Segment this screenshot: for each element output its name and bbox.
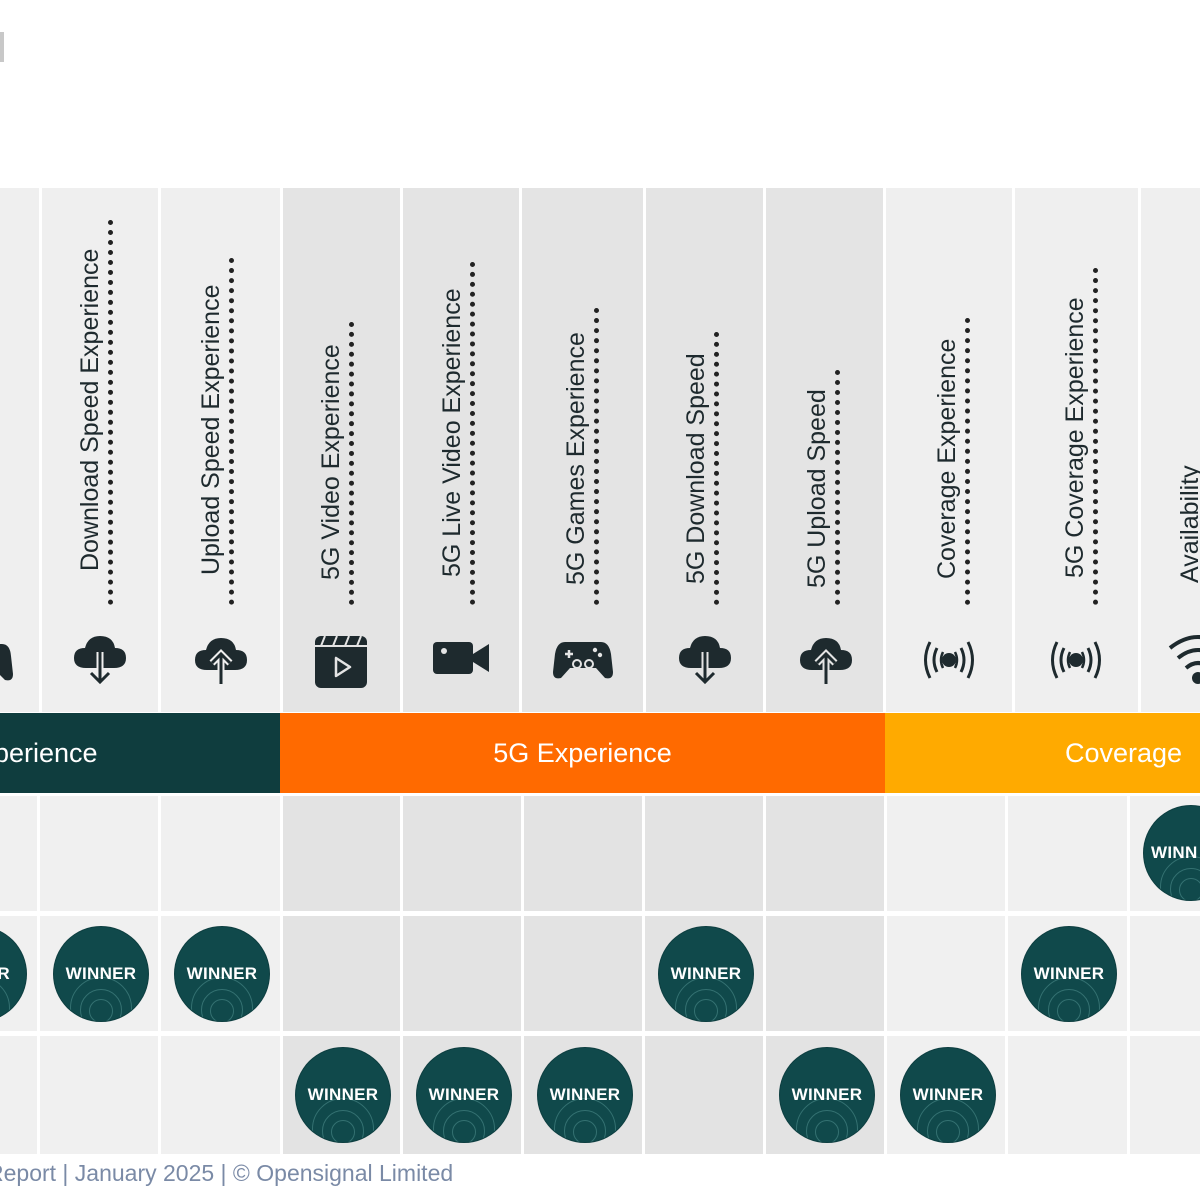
metric-label-coverage: Coverage Experience xyxy=(933,338,961,579)
video-camera-icon xyxy=(429,626,493,690)
footer-text: Report | January 2025 | © Opensignal Lim… xyxy=(0,1160,454,1186)
winner-badge: WINNER xyxy=(780,1048,874,1142)
winner-badge: WINN xyxy=(1144,806,1200,900)
winner-badge: WINNER xyxy=(296,1048,390,1142)
result-cell xyxy=(161,796,280,911)
dotted-underline xyxy=(835,370,840,605)
winner-badge-label: WINNER xyxy=(186,964,258,983)
result-cell xyxy=(1008,1036,1127,1154)
result-cell xyxy=(645,796,763,911)
winner-badge-label: WINN xyxy=(1151,843,1198,862)
metric-label-download-speed: Download Speed Experience xyxy=(76,248,104,571)
result-cell xyxy=(403,796,521,911)
result-cell xyxy=(403,916,521,1031)
metric-label-5g-upload-speed: 5G Upload Speed xyxy=(803,389,831,588)
result-cell xyxy=(161,1036,280,1154)
header-column-bg xyxy=(283,188,400,712)
result-cell xyxy=(524,916,642,1031)
cloud-upload-icon xyxy=(794,626,858,690)
page-corner-mark xyxy=(0,32,4,62)
result-cell xyxy=(40,796,158,911)
dotted-underline xyxy=(965,318,970,605)
metric-label-5g-live-video: 5G Live Video Experience xyxy=(438,288,466,577)
header-column-bg xyxy=(1141,188,1200,712)
category-band-5g-experience: 5G Experience xyxy=(280,713,885,793)
category-label: Coverage xyxy=(1065,737,1183,768)
winner-badge: WINNER xyxy=(659,927,753,1021)
header-column-bg xyxy=(886,188,1012,712)
signal-radar-icon xyxy=(1044,628,1108,692)
result-cell xyxy=(887,916,1005,1031)
category-label: 5G Experience xyxy=(493,737,672,768)
result-cell xyxy=(887,796,1005,911)
result-cell xyxy=(1130,1036,1200,1154)
signal-radar-icon xyxy=(917,628,981,692)
winner-badge: WINNER xyxy=(417,1048,511,1142)
result-cell xyxy=(766,796,884,911)
dotted-underline xyxy=(594,308,599,605)
header-column-bg xyxy=(646,188,763,712)
winner-badge: WINNER xyxy=(1022,927,1116,1021)
winner-badge-label: WINNER xyxy=(307,1085,379,1104)
metric-label-availability: Availability xyxy=(1176,465,1200,583)
result-cell xyxy=(766,916,884,1031)
dotted-underline xyxy=(349,322,354,605)
winner-badge: WINNER xyxy=(538,1048,632,1142)
header-column-bg xyxy=(403,188,519,712)
result-cell xyxy=(283,796,400,911)
winner-badge-label: ER xyxy=(0,964,10,983)
result-cell xyxy=(1008,796,1127,911)
header-column-bg xyxy=(0,188,39,712)
result-cell xyxy=(1130,916,1200,1031)
result-cell xyxy=(0,796,37,911)
result-cell xyxy=(40,1036,158,1154)
winner-badge-label: WINNER xyxy=(912,1085,984,1104)
winner-badge-label: WINNER xyxy=(791,1085,863,1104)
winner-badge-label: WINNER xyxy=(65,964,137,983)
winner-badge-label: WINNER xyxy=(428,1085,500,1104)
dotted-underline xyxy=(470,262,475,605)
metric-label-upload-speed: Upload Speed Experience xyxy=(197,284,225,575)
metric-label-5g-download-speed: 5G Download Speed xyxy=(682,353,710,584)
video-clapper-icon xyxy=(309,628,373,692)
category-label: perience xyxy=(0,737,98,768)
gamepad-icon xyxy=(551,626,615,690)
dotted-underline xyxy=(1093,268,1098,605)
dotted-underline xyxy=(108,220,113,605)
games-partial-icon xyxy=(0,626,14,690)
header-column-bg xyxy=(1015,188,1138,712)
winner-badge-label: WINNER xyxy=(549,1085,621,1104)
cloud-download-icon xyxy=(673,626,737,690)
metric-label-5g-games: 5G Games Experience xyxy=(562,332,590,585)
winner-badge-label: WINNER xyxy=(1033,964,1105,983)
winner-badge: ER xyxy=(0,927,26,1021)
dotted-underline xyxy=(229,258,234,605)
winner-badge: WINNER xyxy=(901,1048,995,1142)
category-band-coverage: Coverage xyxy=(885,713,1200,793)
result-cell xyxy=(524,796,642,911)
header-column-bg xyxy=(161,188,280,712)
metric-label-5g-coverage: 5G Coverage Experience xyxy=(1061,297,1089,578)
winner-badge: WINNER xyxy=(175,927,269,1021)
header-column-bg xyxy=(766,188,883,712)
dotted-underline xyxy=(714,332,719,605)
result-cell xyxy=(283,916,400,1031)
wifi-icon xyxy=(1166,626,1200,690)
metric-label-5g-video: 5G Video Experience xyxy=(317,344,345,580)
cloud-download-icon xyxy=(68,626,132,690)
winner-badge: WINNER xyxy=(54,927,148,1021)
header-column-bg xyxy=(42,188,158,712)
result-cell xyxy=(0,1036,37,1154)
category-band-experience: perience xyxy=(0,713,280,793)
header-column-bg xyxy=(522,188,643,712)
cloud-upload-icon xyxy=(189,626,253,690)
winner-badge-label: WINNER xyxy=(670,964,742,983)
result-cell xyxy=(645,1036,763,1154)
